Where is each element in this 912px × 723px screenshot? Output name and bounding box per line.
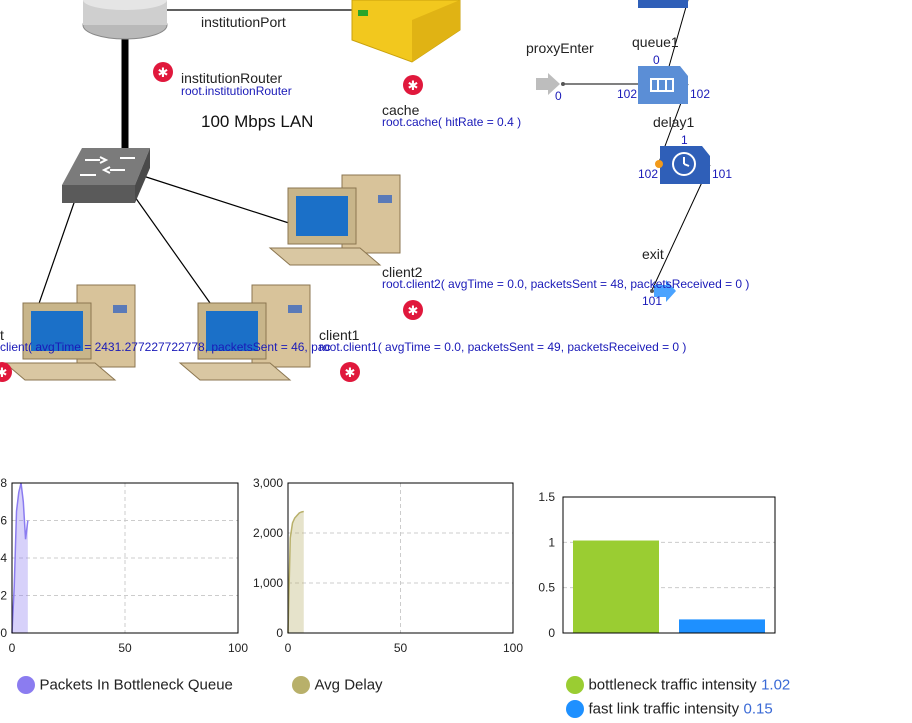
y-tick-label: 1	[548, 535, 555, 549]
exit-port: 101	[642, 294, 663, 308]
computer-client1-icon[interactable]	[178, 284, 311, 381]
switch-client0-link	[34, 199, 76, 316]
y-tick-label: 0	[276, 626, 283, 640]
delay-top-port: 1	[681, 133, 688, 147]
x-tick-label: 0	[285, 641, 292, 655]
cache-name: cache	[382, 102, 420, 118]
y-tick-label: 0.5	[538, 581, 555, 595]
cache-agent-icon[interactable]: ✱	[403, 75, 423, 95]
legend-fastlink-swatch	[566, 700, 584, 718]
charts-area: 0 2 4 6 8 0 50 100 0 1,000 2,000 3,000 0 50 100 0 0.5 1 1.…	[0, 476, 776, 655]
top-queue-link	[667, 0, 689, 71]
computer-client2-icon[interactable]	[268, 174, 401, 266]
proxy-enter-label: proxyEnter	[526, 40, 594, 56]
client2-name: client2	[382, 264, 423, 280]
x-tick-label: 0	[9, 641, 16, 655]
top-block-icon[interactable]	[638, 0, 688, 8]
area-fill	[288, 511, 304, 633]
plot-frame	[287, 482, 514, 634]
router-icon[interactable]	[82, 0, 168, 40]
switch-client1-link	[129, 189, 216, 311]
queue-right-port: 102	[690, 87, 711, 101]
queue-left-port: 102	[617, 87, 638, 101]
legend-bottleneck-value: 1.02	[761, 676, 791, 694]
client0-path: client( avgTime = 2431.277227722778, pac…	[0, 340, 330, 354]
exit-label: exit	[642, 246, 664, 262]
client2-agent-icon[interactable]: ✱	[403, 300, 423, 320]
svg-text:✱: ✱	[408, 78, 419, 93]
legend-fastlink-value: 0.15	[743, 700, 773, 718]
legend-fastlink[interactable]: fast link traffic intensity 0.15	[566, 700, 773, 718]
queue-top-port: 0	[653, 53, 660, 67]
legend-bottleneck[interactable]: bottleneck traffic intensity 1.02	[566, 676, 790, 694]
y-tick-label: 2,000	[253, 526, 283, 540]
client1-name: client1	[319, 327, 360, 343]
router-agent-icon[interactable]: ✱	[153, 62, 173, 82]
svg-text:✱: ✱	[0, 365, 8, 380]
y-tick-label: 3,000	[253, 476, 283, 490]
plot-frame	[11, 482, 239, 634]
client0-agent-icon[interactable]: ✱	[0, 362, 12, 382]
y-tick-label: 0	[548, 626, 555, 640]
cache-icon[interactable]	[351, 0, 461, 63]
x-tick-label: 100	[503, 641, 523, 655]
legend-delay[interactable]: Avg Delay	[292, 676, 383, 694]
delay-left-port: 102	[638, 167, 659, 181]
y-tick-label: 6	[0, 514, 7, 528]
proxy-enter-port: 0	[555, 89, 562, 103]
cache-path: root.cache( hitRate = 0.4 )	[382, 115, 522, 129]
plot-frame	[562, 496, 776, 634]
queue-name: queue1	[632, 34, 679, 50]
delay-exit-link	[651, 164, 711, 291]
series-line	[287, 510, 304, 634]
client2-path: root.client2( avgTime = 0.0, packetsSent…	[382, 277, 750, 291]
x-tick-label: 100	[228, 641, 248, 655]
legend-queue-swatch	[17, 676, 35, 694]
legend-fastlink-label: fast link traffic intensity	[588, 700, 740, 718]
y-tick-label: 0	[0, 626, 7, 640]
svg-text:✱: ✱	[345, 365, 356, 380]
y-tick-label: 1,000	[253, 576, 283, 590]
legend-delay-swatch	[292, 676, 310, 694]
svg-text:✱: ✱	[158, 65, 169, 80]
router-name: institutionRouter	[181, 70, 283, 86]
delay-icon[interactable]	[655, 146, 710, 184]
svg-text:✱: ✱	[408, 303, 419, 318]
delay-name: delay1	[653, 114, 695, 130]
legend-delay-label: Avg Delay	[314, 676, 383, 694]
computer-client0-icon[interactable]	[3, 284, 136, 381]
delay-right-port: 101	[712, 167, 733, 181]
lan-label: 100 Mbps LAN	[201, 112, 314, 131]
y-tick-label: 2	[0, 589, 7, 603]
series-line	[11, 482, 29, 634]
legend-bottleneck-swatch	[566, 676, 584, 694]
client1-agent-icon[interactable]: ✱	[340, 362, 360, 382]
y-tick-label: 1.5	[538, 490, 555, 504]
switch-icon[interactable]	[62, 148, 150, 203]
institution-port-label: institutionPort	[201, 14, 286, 30]
router-path: root.institutionRouter	[181, 84, 292, 98]
proxy-enter-icon[interactable]	[536, 73, 565, 95]
x-tick-label: 50	[394, 641, 408, 655]
x-tick-label: 50	[118, 641, 132, 655]
switch-client2-link	[139, 174, 296, 226]
legend-queue[interactable]: Packets In Bottleneck Queue	[17, 676, 233, 694]
queue-icon[interactable]	[638, 66, 688, 104]
y-tick-label: 8	[0, 476, 7, 490]
legend-queue-label: Packets In Bottleneck Queue	[39, 676, 233, 694]
bar-fast-link	[679, 619, 765, 633]
legend-bottleneck-label: bottleneck traffic intensity	[588, 676, 757, 694]
y-tick-label: 4	[0, 551, 7, 565]
bar-bottleneck	[573, 540, 659, 633]
network-diagram: ✱ ✱ ✱ ✱ ✱	[0, 0, 711, 382]
exit-icon[interactable]	[650, 280, 676, 302]
client0-name: t	[0, 327, 4, 343]
client1-path: root.client1( avgTime = 0.0, packetsSent…	[319, 340, 687, 354]
